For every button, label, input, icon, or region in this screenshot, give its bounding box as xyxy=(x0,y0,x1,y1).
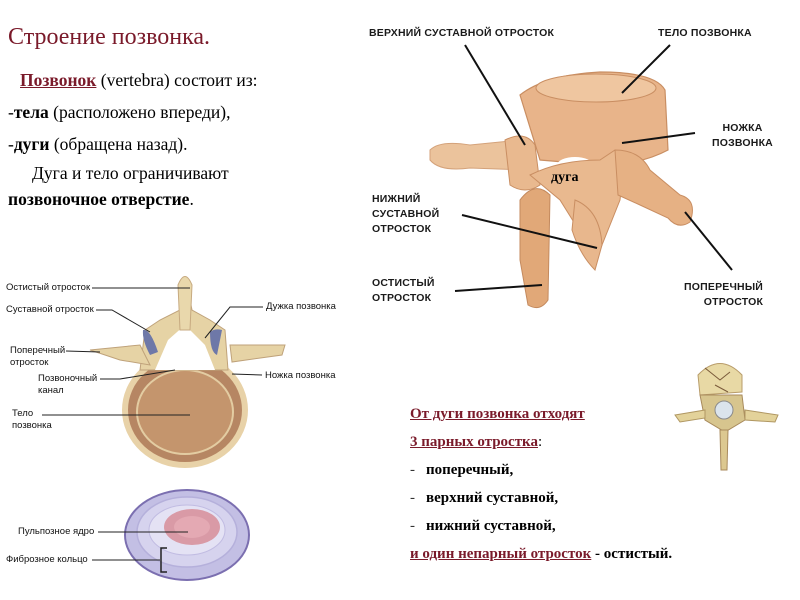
keyword-vertebra: Позвонок xyxy=(20,70,97,90)
intro-line-2: -тела (расположено впереди), xyxy=(8,102,231,122)
fractured-vertebra-figure xyxy=(674,363,779,471)
disc-figure xyxy=(92,489,250,581)
label-arch: дуга xyxy=(551,170,579,185)
label-body: ТЕЛО ПОЗВОНКА xyxy=(658,27,752,39)
label-annulus: Фиброзное кольцо xyxy=(6,554,88,565)
list-item: -поперечный, xyxy=(410,462,514,478)
list-heading-2: 3 парных отростка: xyxy=(410,434,543,450)
processes-list: От дуги позвонка отходят 3 парных отрост… xyxy=(410,400,790,568)
intro-line-4: Дуга и тело ограничивают xyxy=(32,163,229,183)
intro-line-5: позвоночное отверстие. xyxy=(8,189,194,209)
label-superior-articular: ВЕРХНИЙ СУСТАВНОЙ ОТРОСТОК xyxy=(369,27,555,39)
intro-text: Позвонок (vertebra) состоит из: -тела (р… xyxy=(8,64,348,212)
list-item: -верхний суставной, xyxy=(410,490,559,506)
label-top-arch: Дужка позвонка xyxy=(266,301,336,312)
label-top-body: Тело позвонка xyxy=(12,408,52,431)
label-transverse: ПОПЕРЕЧНЫЙ ОТРОСТОК xyxy=(684,281,764,308)
lateral-vertebra-figure xyxy=(429,44,733,309)
label-spinous: ОСТИСТЫЙ ОТРОСТОК xyxy=(372,277,435,304)
label-top-pedicle: Ножка позвонка xyxy=(265,370,336,381)
label-top-articular: Суставной отросток xyxy=(6,304,94,315)
intro-line-1: Позвонок (vertebra) состоит из: xyxy=(20,70,258,90)
top-vertebra-figure xyxy=(42,276,286,468)
list-footer: и один непарный отросток - остистый. xyxy=(410,546,673,562)
label-nucleus: Пульпозное ядро xyxy=(18,526,95,537)
slide-title: Строение позвонка. xyxy=(8,24,211,50)
label-top-canal: Позвоночный канал xyxy=(38,373,98,396)
label-inferior-articular: НИЖНИЙ СУСТАВНОЙ ОТРОСТОК xyxy=(372,193,440,235)
label-top-spinous: Остистый отросток xyxy=(6,282,91,293)
label-pedicle: НОЖКА ПОЗВОНКА xyxy=(712,122,773,149)
intro-line-3: -дуги (обращена назад). xyxy=(8,134,188,154)
list-item: -нижний суставной, xyxy=(410,518,556,534)
list-heading-1: От дуги позвонка отходят xyxy=(410,406,585,422)
label-top-transverse: Поперечный отросток xyxy=(10,345,66,368)
